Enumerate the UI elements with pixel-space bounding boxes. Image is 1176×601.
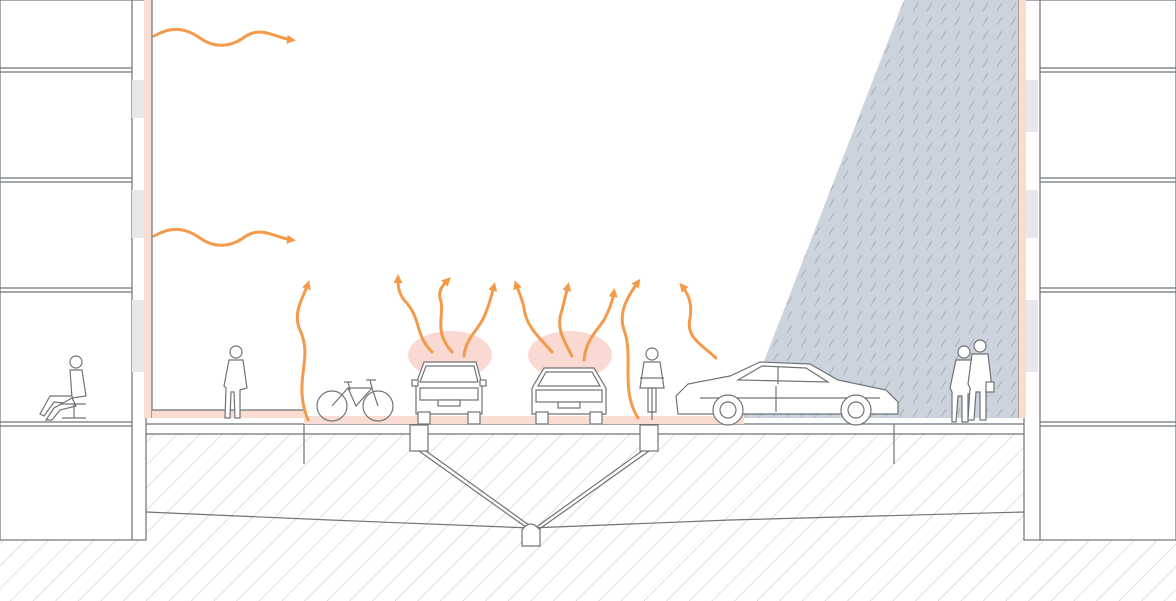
warm-facade-right	[1018, 0, 1026, 418]
heat-arrow-9	[679, 282, 718, 360]
bicycle	[316, 379, 394, 422]
car-side	[675, 361, 899, 426]
warm-facade-left	[144, 0, 152, 418]
heat-arrow-6	[558, 282, 574, 358]
heat-arrow-8	[620, 278, 641, 420]
car-front-1	[411, 361, 487, 425]
building-left	[0, 0, 153, 541]
heat-arrow-2	[393, 274, 434, 354]
heat-arrow-facade-lower	[152, 228, 296, 247]
pedestrian-left	[223, 345, 248, 419]
building-right	[1017, 0, 1176, 541]
car-front-2	[531, 367, 607, 425]
shade-area	[742, 0, 1018, 418]
heat-arrow-1	[295, 280, 311, 422]
heat-arrow-4	[462, 282, 498, 358]
heat-arrow-5	[513, 280, 554, 354]
pedestrians-right	[949, 339, 995, 423]
heat-arrow-facade-upper	[152, 28, 296, 47]
cyclist	[639, 347, 665, 420]
seated-person	[39, 355, 87, 421]
drainage-system	[409, 424, 659, 547]
heat-arrows	[152, 28, 718, 422]
heat-arrow-7	[582, 288, 618, 362]
heat-arrow-3	[438, 277, 454, 354]
